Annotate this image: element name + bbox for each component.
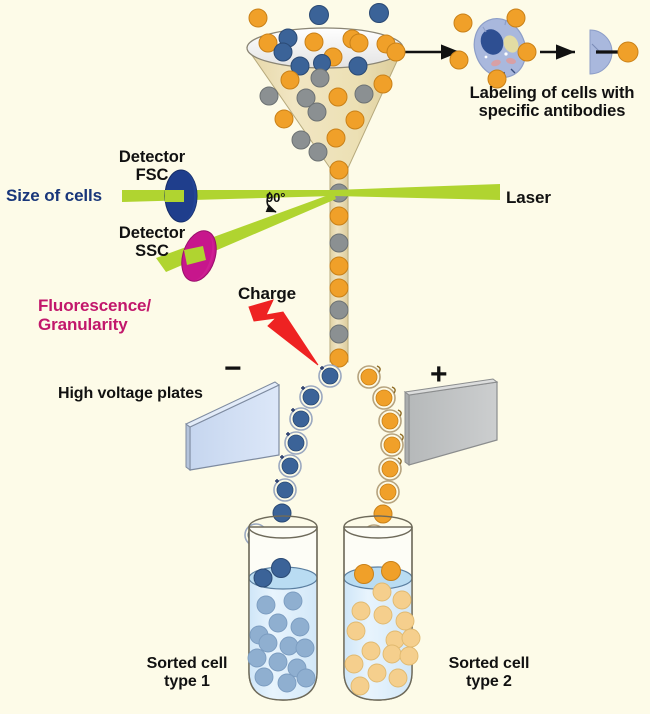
collection-tube-2 (343, 515, 421, 701)
label-size-of-cells: Size of cells (6, 186, 103, 205)
charge-bolt (248, 299, 319, 366)
fsc-detector (164, 169, 198, 223)
label-fluorescence-granularity: Fluorescence/ Granularity (38, 296, 152, 335)
label-plate-positive: + (430, 358, 448, 391)
label-detector-ssc: Detector SSC (118, 224, 186, 261)
unsorted-cells-in-bowl (258, 32, 396, 76)
label-plate-negative: − (224, 352, 242, 385)
label-high-voltage-plates: High voltage plates (58, 385, 203, 402)
high-voltage-plate-positive[interactable] (403, 378, 499, 466)
high-voltage-plate-negative[interactable] (185, 381, 280, 471)
label-sorted-cell-type-2: Sorted cell type 2 (448, 655, 530, 690)
label-detector-fsc: Detector FSC (118, 148, 186, 185)
label-antibody-labeling: Labeling of cells with specific antibodi… (469, 84, 635, 121)
label-scatter-angle: 90° (266, 190, 286, 205)
unsorted-cells-in-cone (259, 68, 393, 162)
collection-tube-1 (247, 515, 318, 701)
antibody-symbol (589, 29, 639, 75)
label-sorted-cell-type-1: Sorted cell type 1 (146, 655, 228, 690)
label-charge: Charge (238, 284, 296, 303)
label-laser: Laser (506, 188, 551, 207)
antibody-labeled-cell (386, 8, 575, 89)
scatter-angle-indicator (265, 191, 277, 213)
ssc-detector (181, 230, 217, 282)
